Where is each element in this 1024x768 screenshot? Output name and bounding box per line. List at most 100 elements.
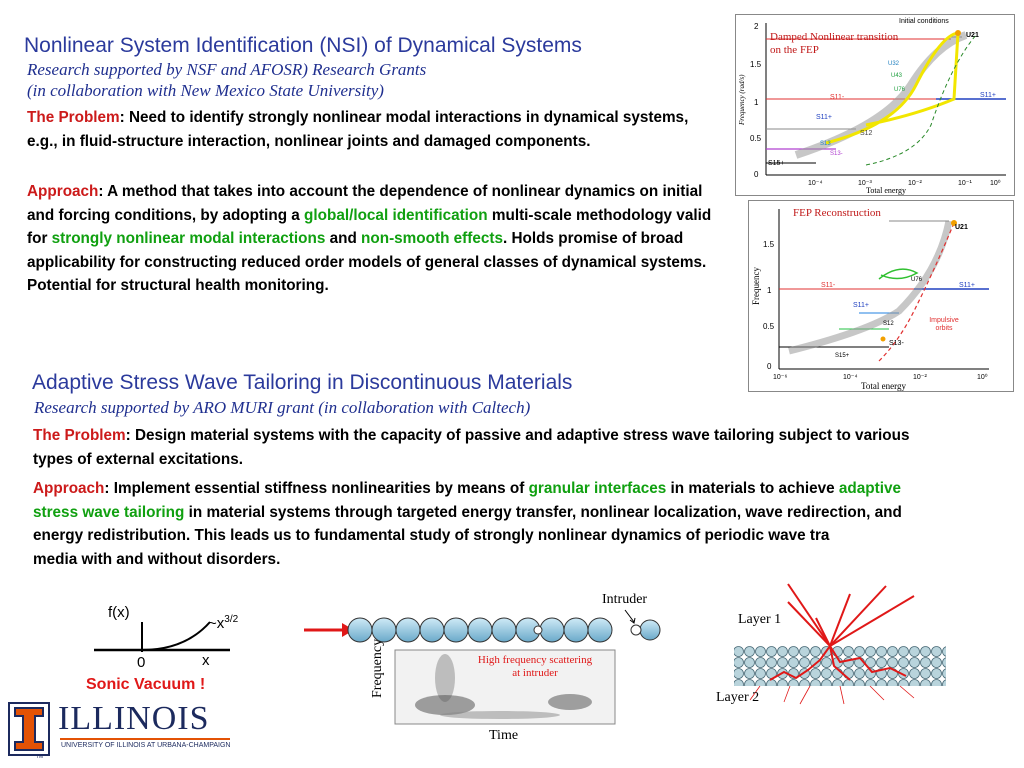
branch-label: S11- [821,282,836,289]
section1-approach: Approach: A method that takes into accou… [27,180,727,298]
time-axis-label: Time [489,728,519,743]
trademark-label: TM [36,754,44,760]
y-tick: 2 [754,22,759,31]
fep-reconstruction-annotation: FEP Reconstruction [793,207,881,219]
fep-reconstruction-plot: 1.5 1 0.5 0 Frequency 10⁻⁶ 10⁻⁴ 10⁻² 10⁰… [751,209,989,391]
approach-text: : Implement essential stiffness nonlinea… [104,480,529,497]
y-tick: 0 [767,362,772,371]
problem-text: : Need to identify strongly nonlinear mo… [27,109,689,150]
branch-label: S11+ [816,114,832,121]
y-tick: 1 [754,98,759,107]
y-tick: 1.5 [750,60,762,69]
y-tick: 0.5 [750,134,762,143]
branch-label: U21 [966,32,979,39]
branch-label: S12 [883,321,894,327]
section1-title: Nonlinear System Identification (NSI) of… [24,34,582,57]
x-axis-label: Total energy [861,381,906,391]
fep-reconstruction-figure: 1.5 1 0.5 0 Frequency 10⁻⁶ 10⁻⁴ 10⁻² 10⁰… [748,200,1014,392]
force-law-figure: f(x) ~x3/2 0 x Sonic Vacuum ! [86,600,260,700]
approach-text: in materials to achieve [666,480,839,497]
x-tick: 10⁻² [908,180,922,187]
x-tick: 10⁰ [977,373,988,381]
approach-label: Approach [27,183,99,200]
force-law-origin: 0 [137,654,146,671]
impulsive-orbits-label: Impulsive orbits [929,317,959,332]
highlight-strongly-nonlinear: strongly nonlinear modal interactions [51,230,326,247]
y-tick: 1 [767,286,772,295]
branch-label: S11+ [959,282,975,289]
y-tick: 0 [754,170,759,179]
illinois-wordmark: ILLINOIS [58,700,210,737]
branch-label: S15+ [835,353,850,359]
frequency-axis-label: Frequency [370,638,385,698]
force-law-plot [94,621,230,652]
fep-damped-annotation: Damped Nonlinear transition on the FEP [770,31,899,56]
sonic-vacuum-caption: Sonic Vacuum ! [86,676,206,693]
approach-text: in material systems through targeted ene… [33,503,902,545]
problem-label: The Problem [33,427,126,444]
approach-label: Approach [33,480,105,497]
illinois-logo[interactable]: ILLINOIS UNIVERSITY OF ILLINOIS AT URBAN… [8,700,238,762]
branch-label: S13- [889,340,904,347]
x-tick: 10⁻⁶ [773,374,787,381]
x-tick: 10⁻¹ [958,180,972,187]
x-tick: 10⁻⁴ [808,180,823,187]
section2-subtitle: Research supported by ARO MURI grant (in… [34,398,531,417]
granular-chain-diagram [304,609,661,725]
section2-title: Adaptive Stress Wave Tailoring in Discon… [32,371,573,394]
layered-medium-diagram [734,583,946,705]
layer-1-label: Layer 1 [738,612,782,627]
highlight-non-smooth: non-smooth effects [361,230,503,247]
x-tick: 10⁻³ [858,180,872,187]
branch-label: S11- [830,94,845,101]
branch-label: U43 [891,73,903,79]
layer-2-label: Layer 2 [716,690,760,705]
force-law-curve-label: ~x3/2 [208,614,239,632]
y-axis-label: Frequency (rad/s) [738,74,746,126]
approach-text: . Holds promise of broad applicability f… [27,230,707,294]
approach-text: and [325,230,362,247]
x-tick: 10⁻² [913,374,927,381]
highlight-granular-interfaces: granular interfaces [528,480,667,497]
x-tick: 10⁰ [990,179,1001,187]
x-tick: 10⁻⁴ [843,374,858,381]
highlight-adaptive-tailoring: adaptive stress wave tailoring [33,480,901,521]
branch-label: U21 [955,224,968,231]
illinois-tagline: UNIVERSITY OF ILLINOIS AT URBANA-CHAMPAI… [61,742,231,749]
initial-conditions-label: Initial conditions [899,18,949,25]
fep-damped-plot: 2 1.5 1 0.5 0 Frequency (rad/s) 10⁻⁴ 10⁻… [738,18,1006,195]
force-law-ylabel: f(x) [108,604,130,621]
branch-label: S13 [820,141,831,147]
x-axis-label: Total energy [866,186,906,195]
branch-label: U76 [894,87,906,93]
approach-text: multi-scale methodology valid for [27,206,712,248]
branch-label: S13- [830,151,843,157]
fep-damped-figure: 2 1.5 1 0.5 0 Frequency (rad/s) 10⁻⁴ 10⁻… [735,14,1015,196]
branch-label: S11+ [980,92,996,99]
branch-label: S15+ [768,160,785,167]
force-law-xlabel: x [202,652,210,669]
section1-subtitle-2: (in collaboration with New Mexico State … [27,81,384,100]
intruder-label: Intruder [602,592,648,607]
problem-label: The Problem [27,109,120,126]
problem-text: : Design material systems with the capac… [33,427,910,468]
branch-label: S12 [860,130,873,137]
logo-divider [60,738,230,740]
y-axis-label: Frequency [751,267,761,305]
section1-subtitle-1: Research supported by NSF and AFOSR) Res… [27,60,427,79]
approach-text: : A method that takes into account the d… [27,183,703,224]
branch-label: U76 [911,277,923,283]
layered-medium-figure: Layer 1 Layer 2 [700,580,960,710]
section2-problem: The Problem: Design material systems wit… [33,424,923,471]
y-tick: 0.5 [763,322,775,331]
block-i-icon [8,702,50,756]
y-tick: 1.5 [763,240,775,249]
approach-text: media with and without disorders. [33,550,281,568]
highlight-global-local: global/local identification [304,206,488,224]
section2-approach: Approach: Implement essential stiffness … [33,477,943,571]
section1-problem: The Problem: Need to identify strongly n… [27,106,717,153]
branch-label: U32 [888,61,900,67]
branch-label: S11+ [853,302,869,309]
